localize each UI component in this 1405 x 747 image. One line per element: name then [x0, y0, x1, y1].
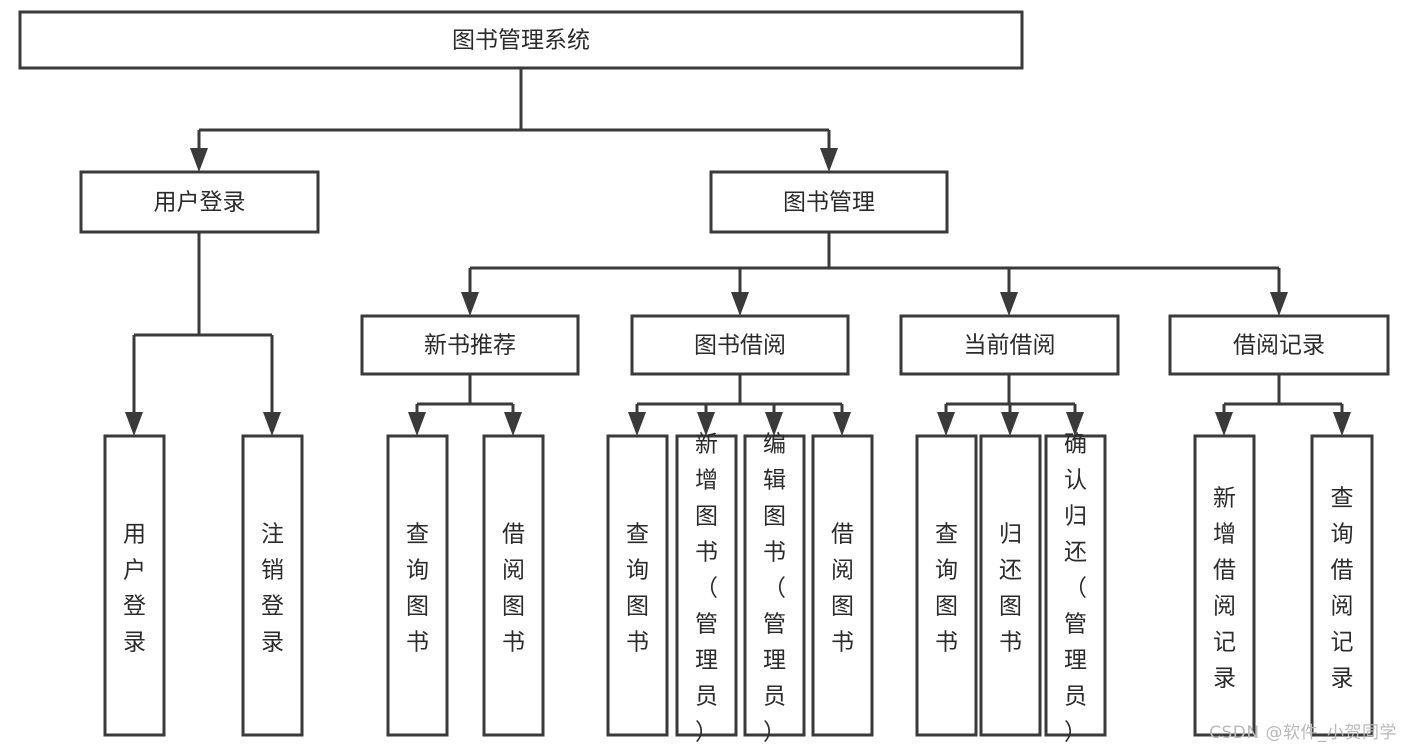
node-leaf-9[interactable]: 归还图书	[979, 434, 1042, 737]
node-level3-1-box[interactable]	[630, 314, 850, 376]
node-leaf-6-box[interactable]	[743, 434, 806, 737]
node-leaf-5-label: 新增图书（管理员）	[695, 432, 718, 746]
node-root-system-box[interactable]	[18, 10, 1024, 70]
node-leaf-8-label: 查询图书	[935, 522, 958, 656]
node-leaf-2-box[interactable]	[386, 434, 449, 737]
node-leaf-2-label: 查询图书	[406, 522, 429, 656]
node-leaf-0-label: 用户登录	[123, 522, 146, 656]
node-root-system-label: 图书管理系统	[452, 28, 590, 54]
node-layer: 图书管理系统用户登录图书管理新书推荐图书借阅当前借阅借阅记录用户登录注销登录查询…	[18, 10, 1390, 746]
node-leaf-11-label: 新增借阅记录	[1213, 486, 1236, 692]
node-level3-1[interactable]: 图书借阅	[630, 314, 850, 376]
arrow-head-icon	[190, 148, 208, 172]
arrow-head-icon	[504, 412, 522, 436]
node-leaf-12-box[interactable]	[1310, 434, 1374, 737]
node-root-system[interactable]: 图书管理系统	[18, 10, 1024, 70]
node-level3-1-label: 图书借阅	[694, 333, 786, 359]
node-leaf-1[interactable]: 注销登录	[241, 434, 304, 737]
arrow-head-icon	[1270, 292, 1288, 316]
node-level2-1-label: 图书管理	[783, 190, 875, 216]
node-leaf-11[interactable]: 新增借阅记录	[1193, 434, 1256, 737]
node-leaf-6-label: 编辑图书（管理员）	[763, 432, 786, 746]
node-leaf-5-box[interactable]	[675, 434, 738, 737]
node-leaf-12-label: 查询借阅记录	[1331, 486, 1354, 692]
connector-layer	[125, 68, 1351, 436]
node-leaf-11-box[interactable]	[1193, 434, 1256, 737]
node-leaf-3[interactable]: 借阅图书	[482, 434, 545, 737]
arrow-head-icon	[1001, 412, 1019, 436]
arrow-head-icon	[937, 412, 955, 436]
arrow-head-icon	[833, 412, 851, 436]
arrow-head-icon	[628, 412, 646, 436]
node-level3-2-box[interactable]	[899, 314, 1120, 376]
node-level3-3-label: 借阅记录	[1233, 333, 1325, 359]
node-level3-2-label: 当前借阅	[964, 333, 1056, 359]
arrow-head-icon	[125, 412, 143, 436]
node-level3-0-box[interactable]	[360, 314, 580, 376]
node-leaf-8-box[interactable]	[915, 434, 978, 737]
node-leaf-12[interactable]: 查询借阅记录	[1310, 434, 1374, 737]
node-leaf-3-box[interactable]	[482, 434, 545, 737]
arrow-head-icon	[1333, 412, 1351, 436]
node-level3-0[interactable]: 新书推荐	[360, 314, 580, 376]
node-leaf-9-box[interactable]	[979, 434, 1042, 737]
node-level2-0-label: 用户登录	[154, 190, 246, 216]
node-level3-2[interactable]: 当前借阅	[899, 314, 1120, 376]
node-leaf-1-label: 注销登录	[261, 522, 284, 656]
node-leaf-0[interactable]: 用户登录	[103, 434, 166, 737]
node-level2-0[interactable]: 用户登录	[79, 170, 320, 234]
node-leaf-7-box[interactable]	[811, 434, 874, 737]
node-leaf-4[interactable]: 查询图书	[606, 434, 669, 737]
node-leaf-1-box[interactable]	[241, 434, 304, 737]
node-level2-1-box[interactable]	[709, 170, 949, 234]
node-leaf-4-box[interactable]	[606, 434, 669, 737]
node-level2-1[interactable]: 图书管理	[709, 170, 949, 234]
node-level2-0-box[interactable]	[79, 170, 320, 234]
arrow-head-icon	[461, 292, 479, 316]
node-leaf-10[interactable]: 确认归还（管理员）	[1044, 432, 1107, 746]
node-leaf-7-label: 借阅图书	[831, 522, 854, 656]
node-leaf-8[interactable]: 查询图书	[915, 434, 978, 737]
node-leaf-9-label: 归还图书	[999, 522, 1022, 656]
node-level3-3-box[interactable]	[1168, 314, 1390, 376]
arrow-head-icon	[765, 412, 783, 436]
node-leaf-10-label: 确认归还（管理员）	[1064, 432, 1087, 746]
node-leaf-6[interactable]: 编辑图书（管理员）	[743, 432, 806, 746]
arrow-head-icon	[263, 412, 281, 436]
arrow-head-icon	[1000, 292, 1018, 316]
arrow-head-icon	[408, 412, 426, 436]
node-leaf-5[interactable]: 新增图书（管理员）	[675, 432, 738, 746]
node-leaf-2[interactable]: 查询图书	[386, 434, 449, 737]
csdn-watermark: CSDN @软件_小贺同学	[1209, 723, 1397, 743]
node-leaf-7[interactable]: 借阅图书	[811, 434, 874, 737]
node-leaf-10-box[interactable]	[1044, 434, 1107, 737]
node-leaf-3-label: 借阅图书	[502, 522, 525, 656]
node-level3-0-label: 新书推荐	[424, 333, 516, 359]
node-leaf-4-label: 查询图书	[626, 522, 649, 656]
arrow-head-icon	[731, 292, 749, 316]
arrow-head-icon	[1215, 412, 1233, 436]
arrow-head-icon	[1066, 412, 1084, 436]
node-level3-3[interactable]: 借阅记录	[1168, 314, 1390, 376]
arrow-head-icon	[697, 412, 715, 436]
arrow-head-icon	[820, 148, 838, 172]
node-leaf-0-box[interactable]	[103, 434, 166, 737]
